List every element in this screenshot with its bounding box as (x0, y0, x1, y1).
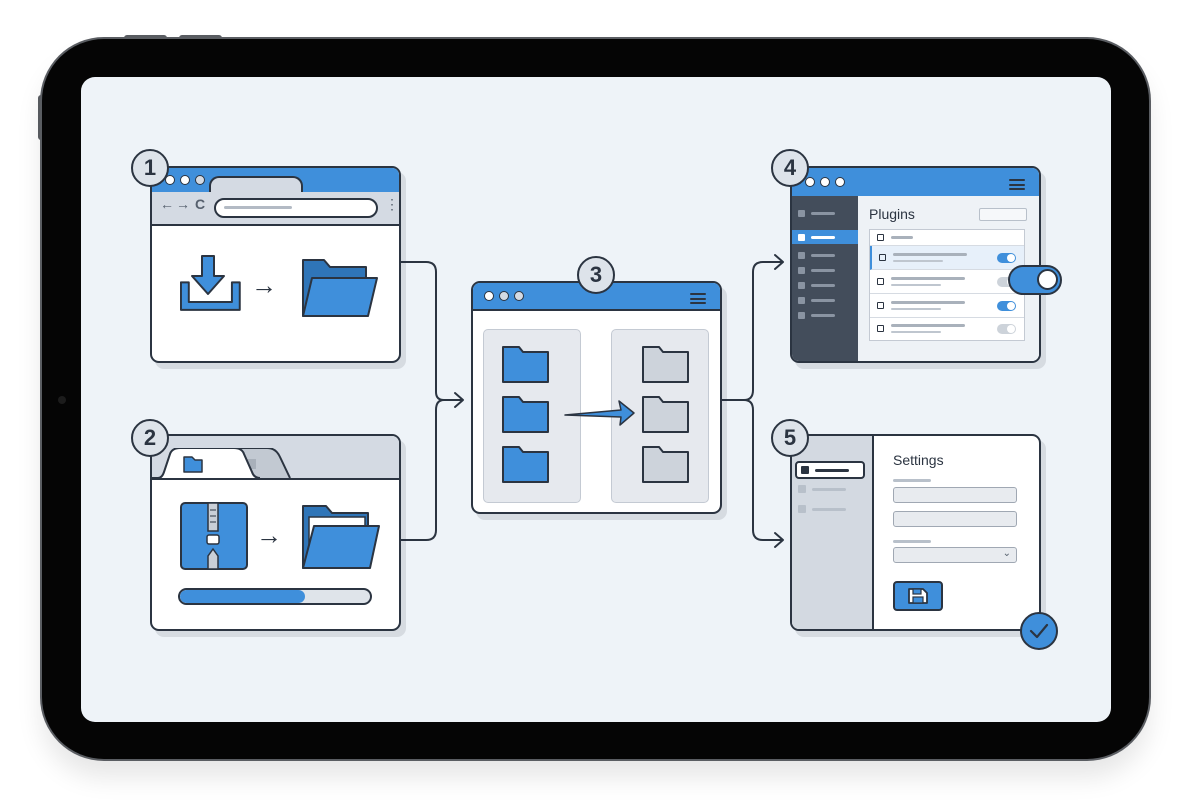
field-label (893, 540, 931, 543)
page-title: Settings (893, 452, 944, 468)
step-number-badge: 1 (131, 149, 169, 187)
admin-sidebar (792, 196, 858, 361)
sidebar-item-pages[interactable] (798, 265, 835, 275)
folder-icon (642, 346, 689, 383)
sidebar-item-settings[interactable] (798, 310, 835, 320)
plugin-toggle-off[interactable] (997, 324, 1016, 334)
field-label (893, 479, 931, 482)
check-icon (1029, 623, 1049, 639)
step-number-badge: 2 (131, 419, 169, 457)
sidebar-item-tools[interactable] (798, 280, 835, 290)
step5-settings-window: Settings ⌄ (790, 434, 1041, 631)
settings-sidebar (792, 436, 874, 629)
browser-toolbar: ← → C ⋮ (152, 192, 399, 226)
folders-and-move-arrow (502, 346, 689, 483)
folder-icon (502, 346, 549, 383)
plugin-checkbox[interactable] (877, 302, 884, 309)
pages-icon (798, 266, 805, 274)
tablet-side-button (38, 95, 44, 140)
save-button[interactable] (893, 581, 943, 611)
tools-icon (798, 281, 805, 289)
folder-open-icon (302, 505, 380, 569)
progress-fill (180, 590, 306, 603)
more-icon[interactable]: ⋮ (385, 196, 399, 212)
window-controls (165, 175, 205, 185)
zip-archive-icon (180, 502, 248, 570)
plugin-checkbox[interactable] (877, 278, 884, 285)
settings-text-field[interactable] (893, 511, 1017, 527)
sidebar-item-media[interactable] (798, 295, 835, 305)
sidebar-item-dashboard[interactable] (798, 208, 835, 218)
tablet-top-button (179, 35, 222, 41)
extract-progress-bar (178, 588, 372, 605)
window-dot[interactable] (499, 291, 509, 301)
window-dot[interactable] (805, 177, 815, 187)
media-icon (798, 296, 805, 304)
menu-icon[interactable] (690, 293, 706, 304)
step1-browser-window: ← → C ⋮ → (150, 166, 401, 363)
step4-admin-window: Plugins (790, 166, 1041, 363)
step-number-badge: 5 (771, 419, 809, 457)
window-dot[interactable] (835, 177, 845, 187)
arrow-right-icon: → (256, 520, 282, 550)
plugin-list-header (870, 230, 1024, 246)
window-dot[interactable] (165, 175, 175, 185)
plugin-row[interactable] (870, 270, 1024, 294)
gear-icon (798, 311, 805, 319)
plugin-row[interactable] (870, 246, 1024, 270)
chevron-down-icon: ⌄ (1002, 548, 1011, 559)
download-icon (180, 255, 241, 311)
settings-nav-general[interactable] (795, 461, 865, 479)
plugin-list (869, 229, 1025, 341)
window-dot[interactable] (514, 291, 524, 301)
window-dot[interactable] (180, 175, 190, 185)
window-dot[interactable] (820, 177, 830, 187)
plugin-checkbox[interactable] (879, 254, 886, 261)
users-icon (798, 251, 805, 259)
dashboard-icon (798, 209, 805, 217)
explorer-tabs (152, 448, 291, 479)
window-controls (484, 291, 524, 301)
arrow-right-icon: → (251, 270, 277, 300)
reload-icon[interactable]: C (195, 196, 206, 212)
step2-explorer-window: → (150, 434, 401, 631)
window-dot[interactable] (484, 291, 494, 301)
plugin-row[interactable] (870, 318, 1024, 340)
camera-icon (58, 396, 66, 404)
tablet-top-button (124, 35, 167, 41)
activate-plugin-toggle[interactable] (1008, 265, 1062, 295)
address-bar[interactable] (214, 198, 378, 218)
plugin-row[interactable] (870, 294, 1024, 318)
window-controls (805, 177, 845, 187)
plugin-toggle-on[interactable] (997, 253, 1016, 263)
page-title: Plugins (869, 206, 915, 222)
folder-open-icon (302, 259, 378, 317)
window-dot[interactable] (195, 175, 205, 185)
folder-icon (502, 446, 549, 483)
back-arrow-icon[interactable]: ← (160, 196, 174, 212)
save-icon (908, 588, 928, 604)
plugin-icon (798, 233, 805, 241)
settings-text-field[interactable] (893, 487, 1017, 503)
menu-icon[interactable] (1009, 179, 1025, 190)
step-number-badge: 3 (577, 256, 615, 294)
sidebar-item-plugins[interactable] (792, 230, 858, 244)
plugin-checkbox[interactable] (877, 325, 884, 332)
step3-file-manager-window (471, 281, 722, 514)
sidebar-item-users[interactable] (798, 250, 835, 260)
success-check-badge (1020, 612, 1058, 650)
step-number-badge: 4 (771, 149, 809, 187)
folder-icon (642, 396, 689, 433)
folder-icon (642, 446, 689, 483)
settings-nav-item[interactable] (798, 505, 846, 513)
folder-icon (502, 396, 549, 433)
plugin-toggle-on[interactable] (997, 301, 1016, 311)
select-all-checkbox[interactable] (877, 234, 884, 241)
forward-arrow-icon[interactable]: → (176, 196, 190, 212)
plugin-search-input[interactable] (979, 208, 1027, 221)
settings-dropdown[interactable]: ⌄ (893, 547, 1017, 563)
settings-nav-item[interactable] (798, 485, 846, 493)
